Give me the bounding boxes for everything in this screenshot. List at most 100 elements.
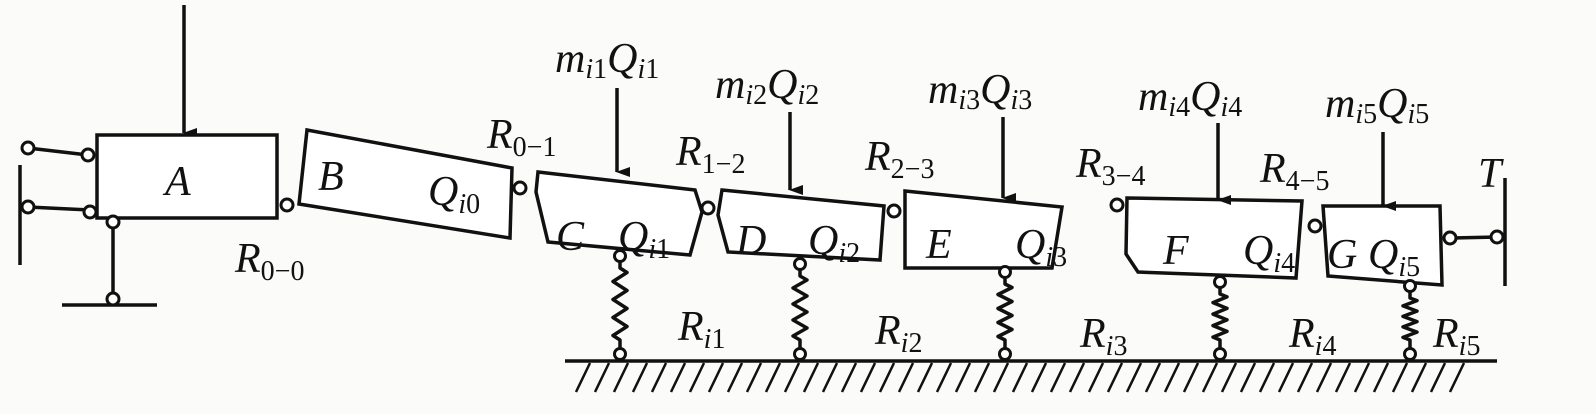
q-sub-n: 2: [805, 80, 819, 111]
hatch-mark: [650, 362, 668, 393]
block-b: [297, 127, 514, 241]
spring: [1211, 282, 1229, 352]
q-sub-n: 0: [466, 189, 480, 220]
r-sub: 0−0: [261, 256, 305, 287]
hatch-mark: [783, 362, 801, 393]
spring: [791, 264, 809, 352]
spring: [1401, 286, 1419, 352]
hatch-mark: [1087, 362, 1105, 393]
spring-ground-pin: [613, 347, 627, 361]
hatch-mark: [1239, 362, 1257, 393]
hinge-pin: [105, 214, 121, 230]
r-base: R: [1432, 311, 1459, 357]
m-sub-n: 1: [593, 54, 607, 85]
label-qi5: Qi5: [1368, 232, 1420, 283]
q-sub-n: 3: [1053, 242, 1067, 273]
q-sub-i: i: [1045, 242, 1053, 273]
q-sub-i: i: [637, 54, 645, 85]
hatch-mark: [764, 362, 782, 393]
hinge-pin: [20, 140, 36, 156]
label-t: T: [1478, 151, 1504, 197]
hatch-mark: [612, 362, 630, 393]
hatch-mark: [1030, 362, 1048, 393]
hatch-mark: [1220, 362, 1238, 393]
hatch-mark: [802, 362, 820, 393]
hatch-mark: [1334, 362, 1352, 393]
hatch-mark: [688, 362, 706, 393]
spring-top-pin: [1403, 279, 1417, 293]
q-base: Q: [607, 36, 637, 82]
block-g: [1321, 204, 1444, 287]
q-sub-i: i: [648, 234, 656, 265]
spring-ground-pin: [1403, 347, 1417, 361]
hatch-mark: [1429, 362, 1447, 393]
q-base: Q: [1368, 232, 1398, 278]
m-base: m: [1325, 81, 1355, 127]
label-ri4: Ri4: [1288, 311, 1336, 362]
label-r3-4: R3−4: [1075, 141, 1145, 192]
hatch-mark: [935, 362, 953, 393]
q-sub-i: i: [1273, 248, 1281, 279]
q-base: Q: [980, 67, 1010, 113]
q-sub-i: i: [1407, 99, 1415, 130]
label-ri2: Ri2: [874, 308, 922, 359]
hinge-pin: [1307, 218, 1323, 234]
hatch-mark: [954, 362, 972, 393]
label-e: E: [925, 222, 952, 268]
r-sub-n: 2: [908, 328, 922, 359]
q-base: Q: [1015, 222, 1045, 268]
r-sub-i: i: [901, 328, 909, 359]
m-base: m: [715, 62, 745, 108]
hatch-mark: [897, 362, 915, 393]
springs: [611, 249, 1419, 361]
label-qi2: Qi2: [808, 218, 860, 269]
spring: [996, 272, 1014, 352]
label-ri1: Ri1: [677, 304, 725, 355]
m-sub-n: 5: [1363, 99, 1377, 130]
q-sub-n: 2: [846, 238, 860, 269]
hatch-mark: [1258, 362, 1276, 393]
m-base: m: [555, 36, 585, 82]
hinge-pin: [20, 199, 36, 215]
label-a: A: [162, 159, 191, 205]
m-sub-i: i: [1355, 99, 1363, 130]
hatch-mark: [1163, 362, 1181, 393]
r-sub-n: 5: [1466, 331, 1480, 362]
hatch-mark: [631, 362, 649, 393]
hinge-pin: [80, 147, 96, 163]
q-sub-n: 1: [645, 54, 659, 85]
spring-ground-pin: [1213, 347, 1227, 361]
hatch-mark: [745, 362, 763, 393]
label-qi0: Qi0: [428, 169, 480, 220]
r-sub-n: 4: [1322, 331, 1336, 362]
hatch-mark: [821, 362, 839, 393]
hatch-mark: [916, 362, 934, 393]
label-load-1: mi1Qi1: [555, 36, 659, 85]
m-sub-i: i: [958, 85, 966, 116]
m-sub-n: 4: [1176, 92, 1190, 123]
label-load-5: mi5Qi5: [1325, 81, 1429, 130]
hatch-mark: [669, 362, 687, 393]
r-base: R: [1259, 146, 1286, 192]
label-r4-5: R4−5: [1259, 146, 1329, 197]
hatch-mark: [1353, 362, 1371, 393]
q-sub-n: 5: [1415, 99, 1429, 130]
label-r0-1: R0−1: [486, 112, 556, 163]
q-base: Q: [1377, 81, 1407, 127]
hatch-mark: [1448, 362, 1466, 393]
r-sub-i: i: [1315, 331, 1323, 362]
r-sub-i: i: [1459, 331, 1467, 362]
r-sub-i: i: [1106, 331, 1114, 362]
spring-ground-pin: [793, 347, 807, 361]
hatch-mark: [574, 362, 592, 393]
r-sub: 3−4: [1102, 161, 1146, 192]
hatch-mark: [1391, 362, 1409, 393]
q-base: Q: [1243, 228, 1273, 274]
r-base: R: [1079, 311, 1106, 357]
m-sub-n: 2: [753, 80, 767, 111]
hatch-mark: [707, 362, 725, 393]
hinge-pins: [20, 140, 1505, 307]
r-base: R: [675, 129, 702, 175]
r-base: R: [1288, 311, 1315, 357]
q-sub-n: 4: [1228, 92, 1242, 123]
